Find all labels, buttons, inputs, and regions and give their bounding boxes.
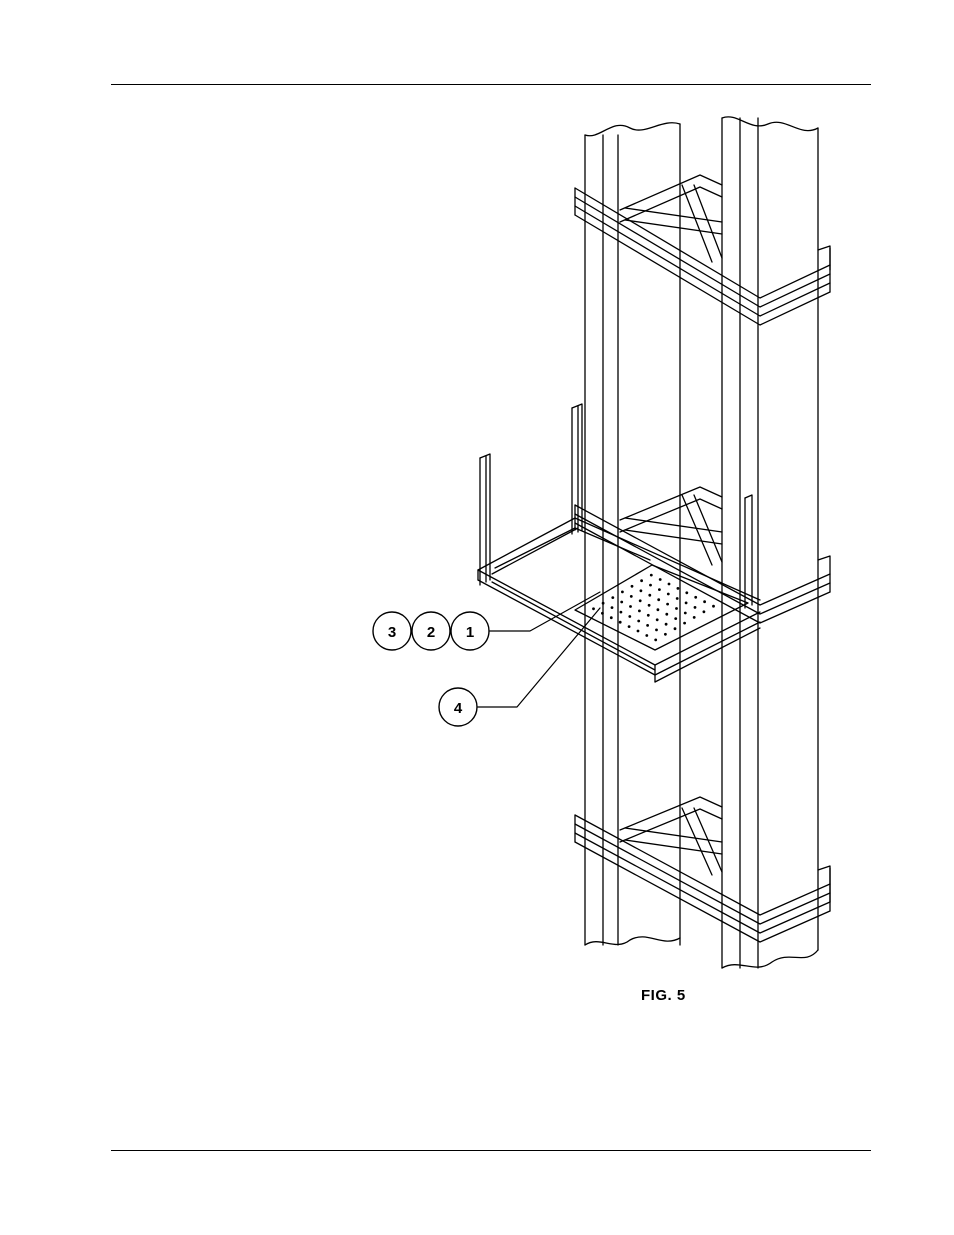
callout-4-label: 4 [454,700,463,717]
grating-dot [667,593,670,596]
grating-dot [638,610,641,613]
grating-dot [601,612,604,615]
grating-dot [592,607,595,610]
grating-dot [666,603,669,606]
grating-dot [703,610,706,613]
grating-dot [648,604,651,607]
grating-dot [665,613,668,616]
grating-dot [655,629,658,632]
grating-dot [628,625,631,628]
grating-dot [693,616,696,619]
grating-dot [628,615,631,618]
callout-3-label: 3 [388,624,396,641]
grating-dot [621,591,624,594]
grating-dot [620,601,623,604]
grating-dot [685,591,688,594]
grating-dot [648,594,651,597]
grating-dot [602,602,605,605]
right-tower-leg [722,117,818,968]
grating-dot [619,621,622,624]
grating-dot [674,627,677,630]
grating-dot [620,611,623,614]
grating-dot [683,622,686,625]
figure-caption: FIG. 5 [641,987,686,1004]
grating-dot [650,574,653,577]
callout-leaders [478,592,600,707]
grating-dot [631,585,634,588]
grating-dot [640,579,643,582]
grating-dot [630,595,633,598]
grating-dot [647,614,650,617]
grating-dot [694,606,697,609]
callout-2-label: 2 [427,624,435,641]
grating-dots [592,574,715,642]
grating-dot [694,596,697,599]
grating-dot [674,617,677,620]
grating-dot [665,623,668,626]
grating-dot [657,608,660,611]
callout-1-label: 1 [466,624,474,641]
upper-bracket-assembly [575,175,830,325]
grating-dot [645,634,648,637]
grating-dot [685,602,688,605]
grating-dot [629,605,632,608]
grating-dot [637,630,640,633]
grating-dot [611,606,614,609]
grating-dot [637,620,640,623]
callout-4: 4 [439,688,477,726]
grating-dot [611,596,614,599]
grating-dot [675,607,678,610]
middle-bracket-assembly [575,487,830,623]
grating-dot [703,600,706,603]
callout-1: 1 [451,612,489,650]
left-tower-leg [585,123,680,945]
grating-dot [676,597,679,600]
grating-dot [664,633,667,636]
callout-3: 3 [373,612,411,650]
grating-dot [712,605,715,608]
grating-dot [684,612,687,615]
grating-dot [677,587,680,590]
grating-dot [646,624,649,627]
grating-dot [668,583,671,586]
grating-dot [658,588,661,591]
grating-dot [659,578,662,581]
callout-2: 2 [412,612,450,650]
grating-dot [657,598,660,601]
lower-bracket-assembly [575,797,830,942]
grating-dot [610,616,613,619]
handrail-posts [480,404,752,608]
grating-dot [649,584,652,587]
grating-dot [640,589,643,592]
grating-dot [639,599,642,602]
grating-dot [654,639,657,642]
grating-dot [656,618,659,621]
